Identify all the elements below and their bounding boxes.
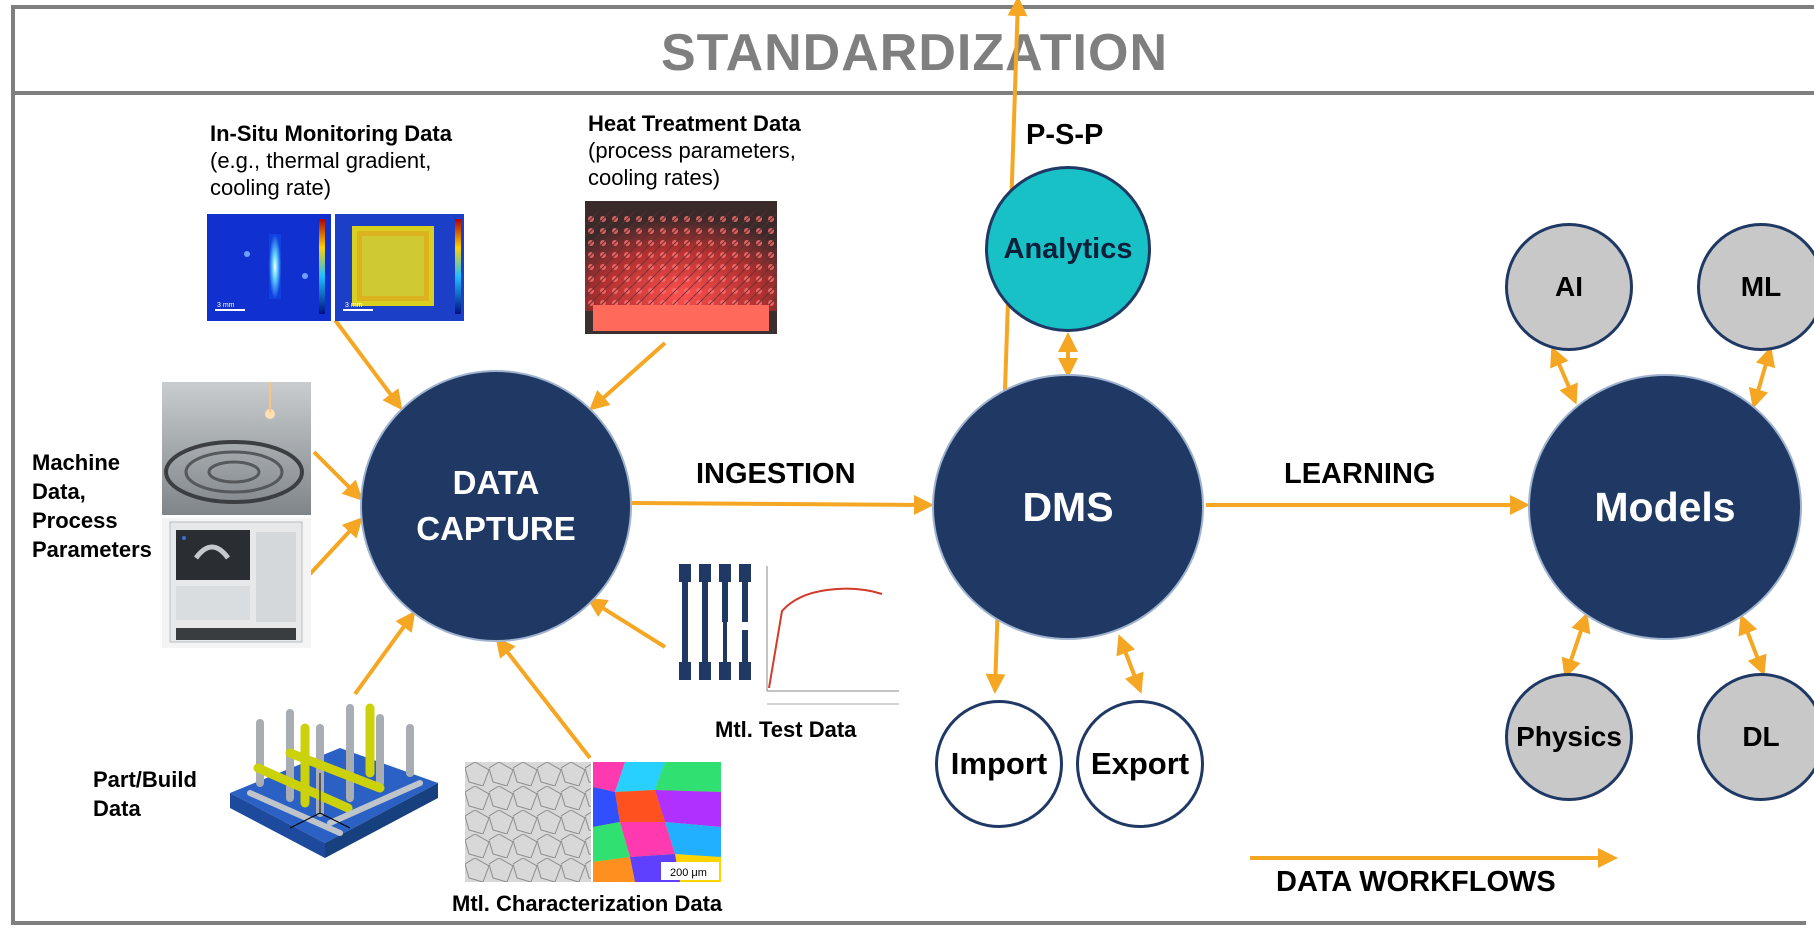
analytics-node[interactable]: Analytics (985, 166, 1151, 332)
in-situ-thermal-image: 3 mm 3 mm (207, 214, 464, 321)
psp-label: P-S-P (1026, 119, 1104, 151)
ai-node[interactable]: AI (1505, 223, 1633, 351)
heat-treatment-line2: cooling rates) (588, 165, 721, 190)
machine-line2: Data, (32, 479, 86, 504)
dl-node[interactable]: DL (1697, 673, 1814, 801)
heat-treatment-label: Heat Treatment Data (process parameters,… (588, 110, 801, 191)
in-situ-line1: (e.g., thermal gradient, (210, 148, 432, 173)
dms-node[interactable]: DMS (932, 374, 1204, 640)
machine-data-label: Machine Data, Process Parameters (32, 448, 152, 564)
legend-label: DATA WORKFLOWS (1276, 866, 1556, 898)
heat-treatment-graphic (585, 201, 777, 334)
machine-line1: Machine (32, 450, 121, 475)
am-machine-image (162, 518, 311, 648)
in-situ-label: In-Situ Monitoring Data (e.g., thermal g… (210, 120, 452, 201)
ml-label: ML (1740, 271, 1782, 302)
part-build-line1: Part/Build (93, 767, 197, 792)
learning-label: LEARNING (1284, 458, 1436, 490)
dms-label: DMS (1022, 483, 1114, 530)
machine-line3: Process (32, 508, 118, 533)
mtl-test-image (667, 556, 905, 716)
data-capture-node[interactable]: DATA CAPTURE (360, 370, 632, 642)
data-capture-line1: DATA (452, 464, 540, 501)
am-machine-graphic (162, 518, 311, 648)
dl-label: DL (1742, 721, 1780, 752)
scale-label-3mm-left: 3 mm (217, 302, 235, 309)
part-build-graphic (230, 703, 438, 858)
in-situ-line2: cooling rate) (210, 175, 332, 200)
thermal-maps-graphic: 3 mm 3 mm (207, 214, 464, 321)
mtl-char-graphic: 200 μm (465, 762, 721, 882)
heat-treatment-title: Heat Treatment Data (588, 111, 801, 136)
part-build-label: Part/Build Data (93, 765, 197, 823)
laser-build-image (162, 382, 311, 515)
models-node[interactable]: Models (1528, 374, 1802, 640)
import-label: Import (950, 746, 1048, 781)
scale-label-200um: 200 μm (670, 867, 707, 879)
physics-node[interactable]: Physics (1505, 673, 1633, 801)
standardization-banner: STANDARDIZATION (11, 5, 1814, 95)
laser-build-graphic (162, 382, 311, 515)
part-build-image (220, 673, 446, 873)
part-build-line2: Data (93, 796, 141, 821)
scale-label-3mm-right: 3 mm (345, 302, 363, 309)
export-node[interactable]: Export (1076, 700, 1204, 828)
heat-treatment-image (585, 201, 777, 334)
tensile-test-graphic (679, 564, 899, 705)
machine-line4: Parameters (32, 537, 152, 562)
ml-node[interactable]: ML (1697, 223, 1814, 351)
models-label: Models (1594, 483, 1736, 530)
export-label: Export (1090, 746, 1190, 781)
data-capture-line2: CAPTURE (416, 510, 576, 547)
ingestion-label: INGESTION (696, 458, 856, 490)
ai-label: AI (1555, 271, 1583, 302)
mtl-test-label: Mtl. Test Data (715, 717, 857, 742)
heat-treatment-line1: (process parameters, (588, 138, 796, 163)
mtl-char-image: 200 μm (465, 762, 721, 882)
in-situ-title: In-Situ Monitoring Data (210, 121, 452, 146)
mtl-char-label: Mtl. Characterization Data (452, 891, 723, 916)
analytics-label: Analytics (1003, 232, 1133, 265)
physics-label: Physics (1516, 721, 1622, 752)
import-node[interactable]: Import (935, 700, 1063, 828)
banner-title: STANDARDIZATION (660, 24, 1169, 82)
